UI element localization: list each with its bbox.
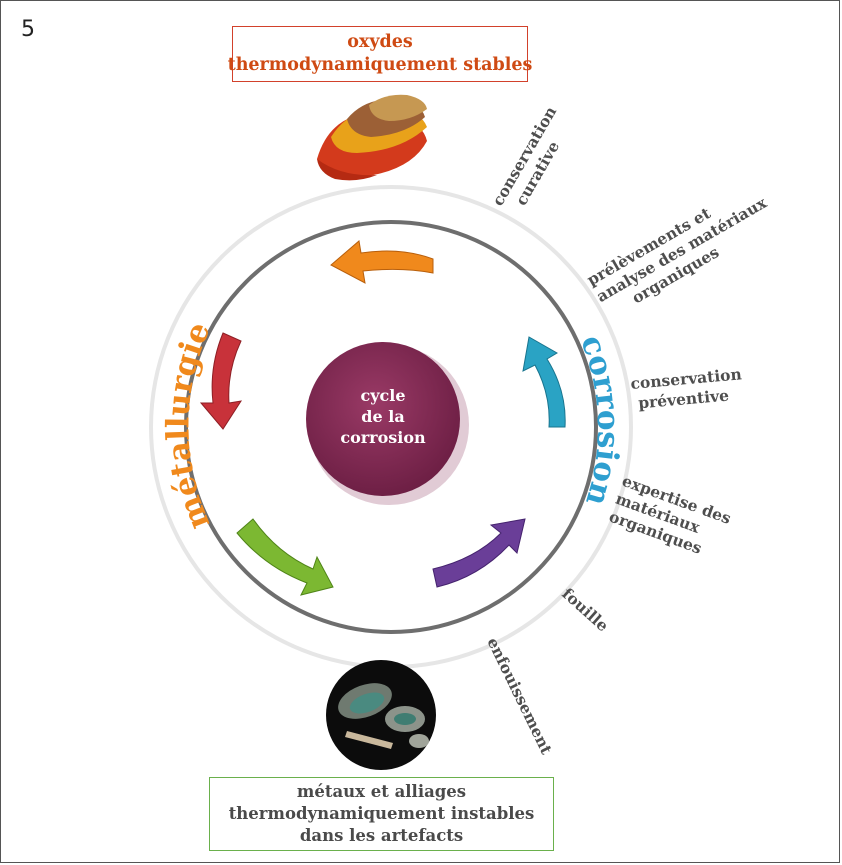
top-box-line-1: oxydes [347,32,413,52]
bottom-box-line-3: dans les artefacts [299,826,464,845]
cyan-arrow [522,336,566,428]
center-line-2: de la [361,407,404,426]
center-line-1: cycle [360,386,405,405]
top-box: oxydes thermodynamiquement stables [228,26,532,82]
red-arrow [199,332,243,430]
figure-number: 5 [21,17,35,42]
inner-ring [184,220,598,634]
label-prelevements: prélèvements et analyse des matériaux or… [584,193,771,308]
center-line-3: corrosion [340,428,426,447]
svg-text:fouille: fouille [558,584,612,636]
label-conservation-preventive: conservation préventive [630,364,743,412]
green-arrow [236,518,334,596]
label-expertise: expertise des matériaux organiques [607,471,734,558]
spice-powders-image [311,94,435,183]
svg-text:enfouissement: enfouissement [483,634,556,758]
orange-arrow [330,240,434,284]
corrosion-label: corrosion [573,330,626,509]
center-circle [306,342,460,496]
label-conservation-curative: conservation curative [488,103,563,209]
metallurgie-label: métallurgie [160,317,217,535]
bottom-box-line-1: métaux et alliages [296,782,467,801]
purple-arrow [432,518,526,588]
svg-text:analyse des matériaux: analyse des matériaux [593,193,770,306]
label-fouille: fouille [558,584,612,636]
excavated-metal-artefacts-image [326,660,436,770]
bottom-box: métaux et alliages thermodynamiquement i… [209,777,554,851]
top-box-line-2: thermodynamiquement stables [227,55,533,75]
label-enfouissement: enfouissement [483,634,556,758]
bottom-box-line-2: thermodynamiquement instables [228,804,535,823]
